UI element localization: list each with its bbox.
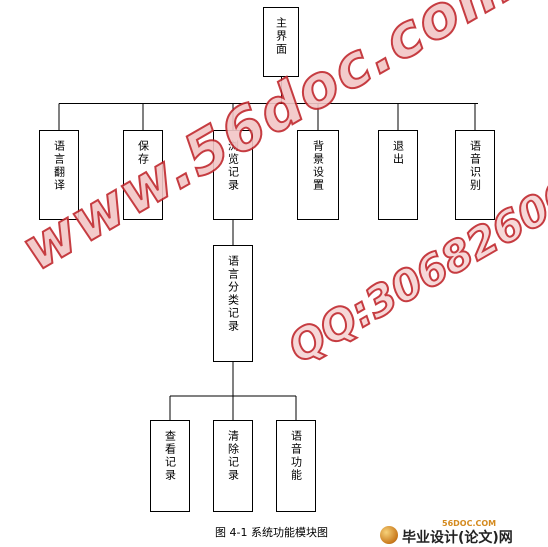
logo-ball-icon	[380, 526, 398, 544]
node-background-settings: 背景设置	[297, 130, 339, 220]
node-main-interface: 主界面	[263, 7, 299, 77]
node-voice-function: 语音功能	[276, 420, 316, 512]
logo-text: 毕业设计(论文)网	[402, 530, 513, 546]
node-browse-records: 浏览记录	[213, 130, 253, 220]
logo-small-text: 56DOC.COM	[442, 519, 497, 528]
site-logo: 56DOC.COM 毕业设计(论文)网	[380, 519, 548, 546]
node-save: 保存	[123, 130, 163, 220]
node-speech-recognition: 语音识别	[455, 130, 495, 220]
node-view-records: 查看记录	[150, 420, 190, 512]
node-exit: 退出	[378, 130, 418, 220]
node-clear-records: 清除记录	[213, 420, 253, 512]
node-language-translation: 语言翻译	[39, 130, 79, 220]
figure-caption: 图 4-1 系统功能模块图	[215, 526, 328, 539]
node-language-category-records: 语言分类记录	[213, 245, 253, 362]
